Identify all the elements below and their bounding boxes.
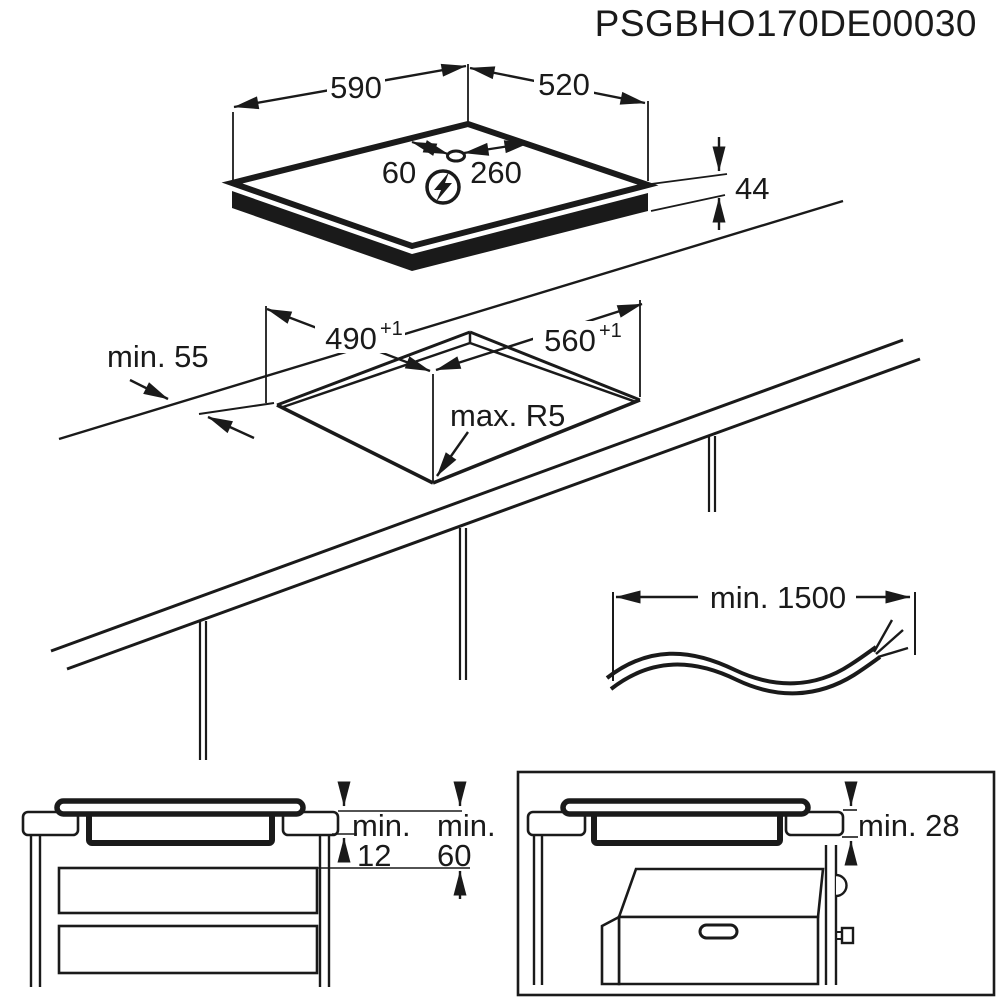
vent-gap-label: min. [437, 808, 496, 843]
cable-length-label: min. 1500 [710, 580, 846, 615]
hinge-detail [835, 873, 848, 898]
view-frame [516, 770, 996, 997]
cutout-width-tolerance: +1 [599, 320, 622, 342]
built-under-oven [600, 867, 855, 986]
oven-door-edge [600, 914, 621, 986]
oven-handle [698, 923, 739, 940]
latch-knob [840, 926, 855, 945]
vent-gap-value: 60 [437, 838, 471, 873]
label-mask [327, 71, 385, 102]
hob-width-label: 590 [330, 70, 382, 105]
drawer-front-top [57, 866, 319, 915]
wire-strand [877, 646, 909, 659]
hole-offset-right-label: 260 [470, 155, 522, 190]
worktop-front-edge-top [50, 338, 904, 653]
cutout-width-label: 560 [544, 323, 596, 358]
mains-cable-view: min. 1500 [605, 580, 916, 696]
model-code-label: PSGBHO170DE00030 [595, 3, 977, 44]
leader-arrow [129, 378, 169, 401]
dimension-line-hole-right [463, 140, 530, 156]
drawer-cabinet-view: min. 12 min. 60 [21, 781, 496, 987]
wire-strand [872, 619, 894, 653]
worktop-section-left [526, 810, 587, 837]
oven-clearance-label: min. 28 [858, 808, 960, 843]
front-distance-label: min. 55 [107, 339, 209, 374]
oven-cabinet-view: min. 28 [516, 770, 996, 997]
cutout-edge-reference-line [198, 402, 275, 415]
power-cable [605, 619, 909, 696]
lightning-bolt-icon [425, 169, 461, 205]
cabinet-sides [532, 835, 838, 985]
cable-entry-hole [446, 149, 466, 163]
hob-glass-section [54, 798, 306, 817]
drawer-gap-value: 12 [357, 838, 391, 873]
hob-height-label: 44 [735, 171, 769, 206]
worktop-section-right [281, 810, 340, 837]
worktop-front-edge-bottom [66, 357, 921, 671]
cabinet-sides [29, 835, 331, 987]
corner-radius-label: max. R5 [450, 398, 565, 433]
hob-glass-section [560, 798, 811, 817]
worktop-section-right [784, 810, 845, 837]
hob-depth-label: 520 [538, 67, 590, 102]
worktop-section-left [21, 810, 80, 837]
extension-line [650, 194, 726, 212]
drawer-gap-label: min. [352, 808, 411, 843]
dimension-line-hole-left [411, 140, 449, 156]
hob-body-side [232, 191, 648, 271]
leader-arrow [207, 415, 255, 440]
label-mask [534, 67, 594, 98]
oven-top-face [617, 867, 825, 919]
label-mask [315, 319, 405, 353]
worktop-cutout-view: 490 +1 560 +1 min. 55 max. R5 [50, 199, 921, 760]
wire-strand [875, 629, 904, 655]
hob-isometric-view: 590 520 44 60 260 [221, 63, 769, 271]
leader-arrow [436, 431, 469, 477]
label-mask [533, 321, 627, 355]
cabinet-side-panels [198, 436, 717, 760]
extension-line [650, 173, 728, 185]
cutout-depth-tolerance: +1 [380, 318, 403, 340]
cutout-depth-label: 490 [325, 321, 377, 356]
hole-offset-left-label: 60 [382, 155, 416, 190]
drawer-front-bottom [57, 924, 319, 975]
